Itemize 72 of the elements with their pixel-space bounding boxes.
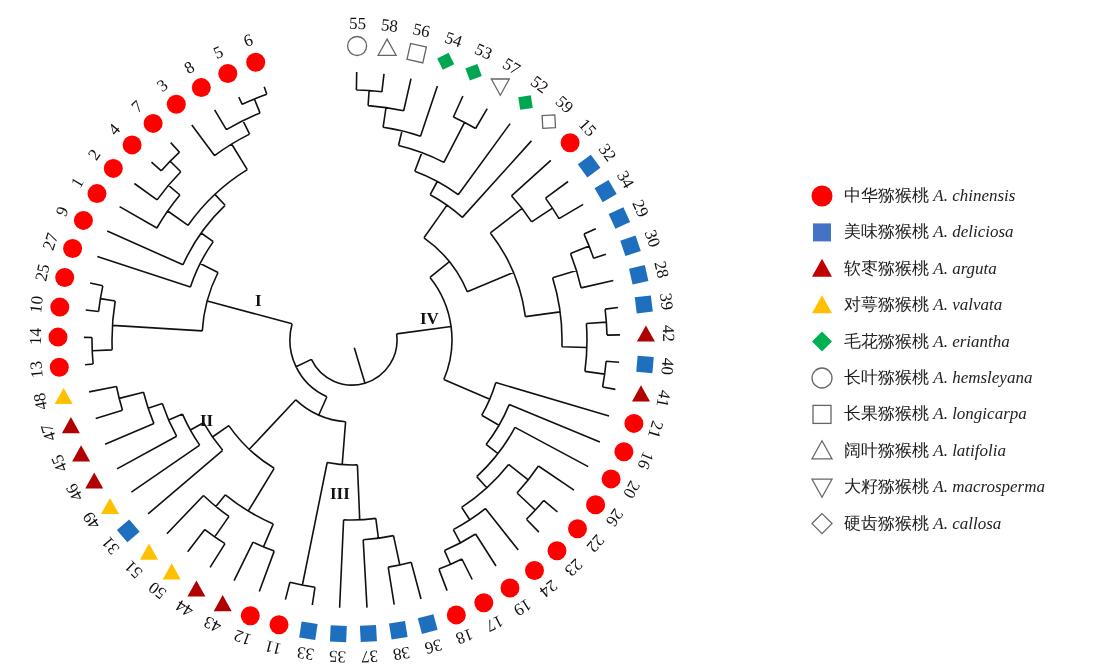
- sample-number: 55: [348, 14, 367, 32]
- sample-number: 43: [201, 613, 224, 637]
- sample-number: 4: [105, 120, 124, 139]
- sample-number: 28: [650, 259, 672, 280]
- sample-number: 20: [619, 478, 643, 502]
- sample-number: 41: [653, 388, 674, 409]
- sample-number: 44: [172, 597, 196, 621]
- sample-number: 12: [231, 626, 254, 649]
- sample-number: 31: [98, 533, 123, 558]
- sample-number: 52: [527, 72, 551, 96]
- cluster-label: I: [255, 292, 262, 309]
- sample-number: 58: [380, 15, 400, 35]
- legend-label: 长叶猕猴桃 A. hemsleyana: [844, 368, 1033, 388]
- sample-number: 42: [660, 325, 678, 343]
- sample-number: 54: [442, 28, 464, 51]
- sample-number: 2: [85, 146, 104, 164]
- sample-number: 39: [657, 292, 677, 312]
- sample-number: 53: [471, 40, 495, 63]
- sample-number: 38: [392, 643, 412, 663]
- sample-number: 3: [153, 76, 171, 96]
- sample-number: 27: [40, 230, 62, 252]
- sample-number: 11: [263, 636, 284, 658]
- sample-number: 34: [613, 167, 638, 192]
- sample-number: 29: [629, 197, 652, 220]
- sample-number: 23: [561, 555, 586, 580]
- legend-label: 阔叶猕猴桃 A. latifolia: [844, 440, 1006, 461]
- sample-number: 37: [360, 647, 379, 666]
- sample-number: 57: [500, 54, 524, 78]
- sample-number: 14: [26, 328, 44, 346]
- legend-label: 对萼猕猴桃 A. valvata: [844, 295, 1003, 316]
- sample-number: 48: [31, 391, 51, 412]
- legend-label: 大籽猕猴桃 A. macrosperma: [844, 477, 1045, 498]
- sample-number: 17: [482, 611, 506, 635]
- sample-number: 21: [645, 419, 667, 441]
- sample-number: 9: [52, 203, 72, 219]
- sample-number: 36: [423, 635, 444, 657]
- cluster-label: IV: [420, 310, 439, 327]
- legend-label: 美味猕猴桃 A. deliciosa: [844, 222, 1014, 243]
- legend-label: 软枣猕猴桃 A. arguta: [844, 258, 997, 279]
- sample-number: 56: [411, 20, 432, 41]
- sample-number: 46: [62, 480, 86, 504]
- sample-number: 30: [641, 227, 664, 250]
- sample-number: 35: [328, 647, 347, 666]
- sample-number: 22: [583, 531, 608, 556]
- sample-number: 50: [145, 578, 170, 603]
- sample-number: 6: [241, 31, 255, 50]
- sample-number: 15: [575, 115, 600, 140]
- sample-number: 7: [128, 97, 147, 116]
- legend-label: 长果猕猴桃 A. longicarpa: [844, 404, 1027, 425]
- sample-number: 1: [67, 174, 87, 191]
- sample-number: 18: [453, 625, 476, 648]
- sample-number: 19: [510, 595, 535, 620]
- sample-number: 10: [27, 295, 47, 314]
- sample-number: 59: [552, 92, 577, 117]
- sample-number: 51: [121, 557, 146, 582]
- sample-number: 40: [658, 357, 678, 376]
- sample-number: 16: [634, 449, 657, 472]
- sample-number: 49: [79, 508, 103, 532]
- cluster-label: III: [330, 485, 350, 502]
- sample-number: 32: [595, 140, 620, 165]
- sample-number: 45: [48, 452, 72, 475]
- sample-number: 26: [602, 505, 627, 530]
- sample-number: 8: [181, 58, 198, 78]
- sample-number: 25: [32, 262, 53, 283]
- sample-number: 24: [536, 576, 561, 601]
- sample-number: 5: [210, 43, 226, 63]
- sample-number: 33: [295, 643, 315, 664]
- sample-number: 13: [27, 360, 46, 379]
- legend-label: 硬齿猕猴桃 A. callosa: [844, 513, 1002, 534]
- legend-label: 中华猕猴桃 A. chinensis: [844, 186, 1016, 206]
- sample-number: 47: [38, 422, 60, 444]
- legend-label: 毛花猕猴桃 A. eriantha: [844, 331, 1010, 352]
